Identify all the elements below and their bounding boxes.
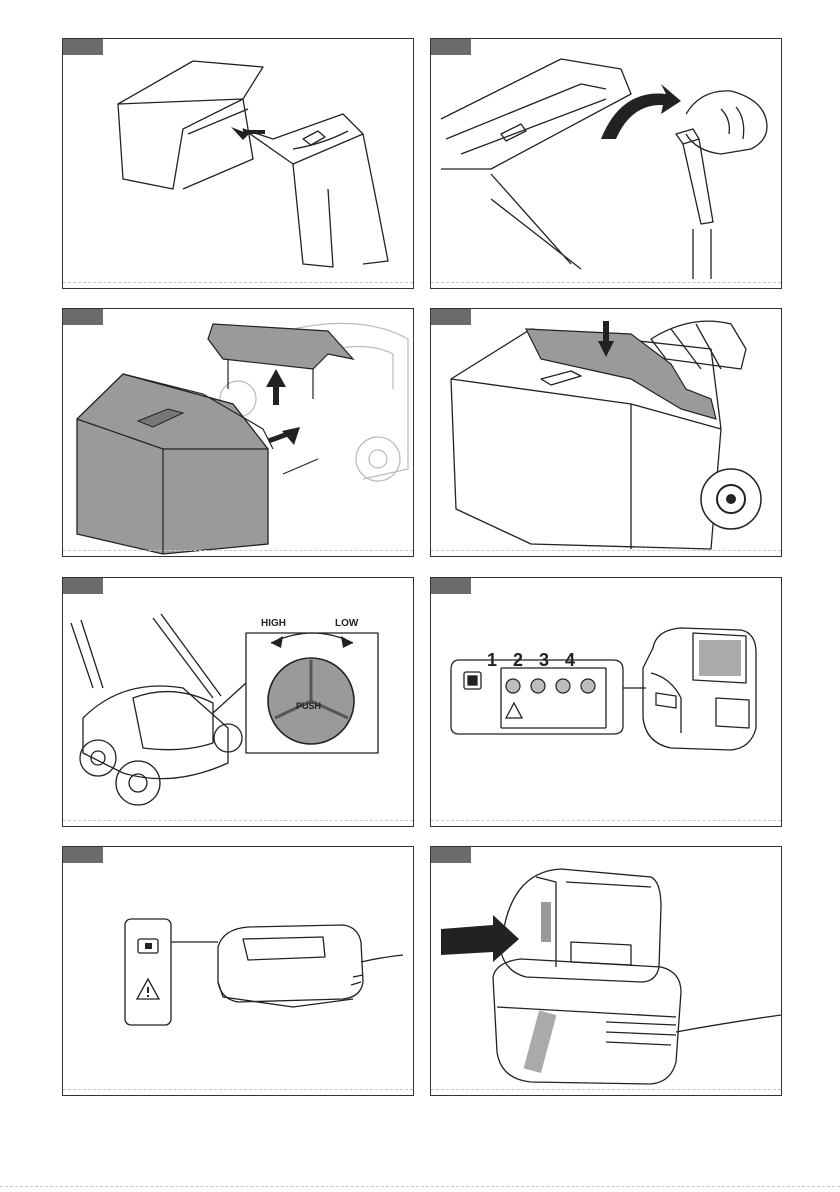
push-label: PUSH — [296, 701, 321, 711]
high-label: HIGH — [261, 618, 286, 629]
panel-5-height-adjustment: HIGH LOW PUSH — [62, 577, 414, 827]
panel-3-attach-grass-bag — [62, 308, 414, 557]
crop-line — [63, 550, 413, 552]
charger-indicator-illustration — [63, 847, 414, 1096]
crop-line — [63, 820, 413, 822]
mower-knob-illustration: HIGH LOW PUSH — [63, 578, 414, 827]
panel-1-grass-bag-frame — [62, 38, 414, 289]
panel-2-fold-handle — [430, 38, 782, 289]
indicator-2: 2 — [513, 650, 523, 670]
panel-8-insert-battery — [430, 846, 782, 1096]
panel-7-charger-indicator — [62, 846, 414, 1096]
indicator-1: 1 — [487, 650, 497, 670]
indicator-4: 4 — [565, 650, 575, 670]
bag-seated-illustration — [431, 309, 782, 557]
insert-battery-illustration — [431, 847, 782, 1096]
panel-6-battery-indicator: 1 2 3 4 — [430, 577, 782, 827]
battery-indicator-illustration: 1 2 3 4 — [431, 578, 782, 827]
crop-line — [431, 1089, 781, 1091]
crop-line — [431, 820, 781, 822]
crop-line — [63, 282, 413, 284]
handle-fold-illustration — [431, 39, 782, 289]
panel-4-bag-seated — [430, 308, 782, 557]
crop-line — [63, 1089, 413, 1091]
page-bottom-crop-line — [0, 1186, 840, 1187]
low-label: LOW — [335, 618, 359, 629]
attach-bag-illustration — [63, 309, 414, 557]
indicator-3: 3 — [539, 650, 549, 670]
crop-line — [431, 282, 781, 284]
grass-bag-frame-illustration — [63, 39, 414, 289]
crop-line — [431, 550, 781, 552]
